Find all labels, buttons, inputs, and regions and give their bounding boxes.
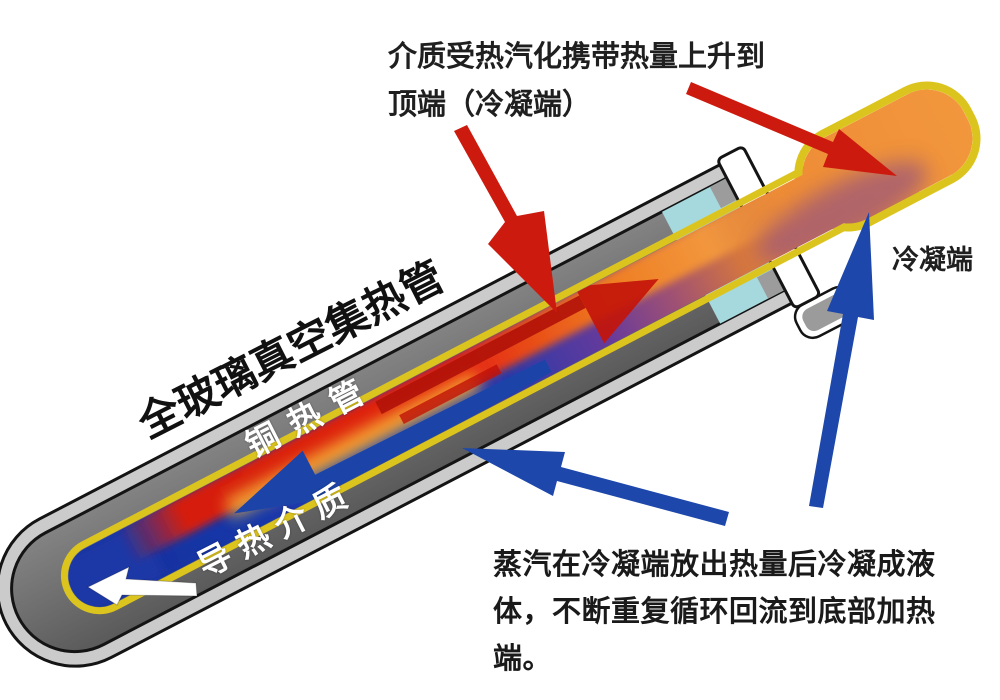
condensing-purple-shade xyxy=(756,161,928,262)
condenser-end-label: 冷凝端 xyxy=(892,245,973,275)
bottom-annotation: 蒸汽在冷凝端放出热量后冷凝成液体，不断重复循环回流到底部加热端。 xyxy=(493,549,936,675)
top-annotation-line1: 介质受热汽化携带热量上升到 xyxy=(388,41,766,73)
liquid-return-arrow xyxy=(233,359,552,514)
vacuum-tube-group xyxy=(0,81,981,668)
copper-heat-pipe xyxy=(60,124,919,615)
white-return-arrow xyxy=(86,566,198,606)
top-annotation-line2: 顶端（冷凝端） xyxy=(388,89,592,121)
vapor-flow-arrow xyxy=(375,278,659,425)
blue-arrow-condenser-end xyxy=(809,212,874,508)
pipe-interior xyxy=(57,89,973,618)
top-annotation: 介质受热汽化携带热量上升到 顶端（冷凝端） xyxy=(388,33,765,129)
red-arrow-condenser xyxy=(686,82,897,176)
end-ring-bottom xyxy=(756,268,785,299)
red-arrow-vapor-rise xyxy=(454,125,557,313)
blue-arrow-liquid-return xyxy=(462,448,729,526)
end-ring-top xyxy=(709,178,738,209)
